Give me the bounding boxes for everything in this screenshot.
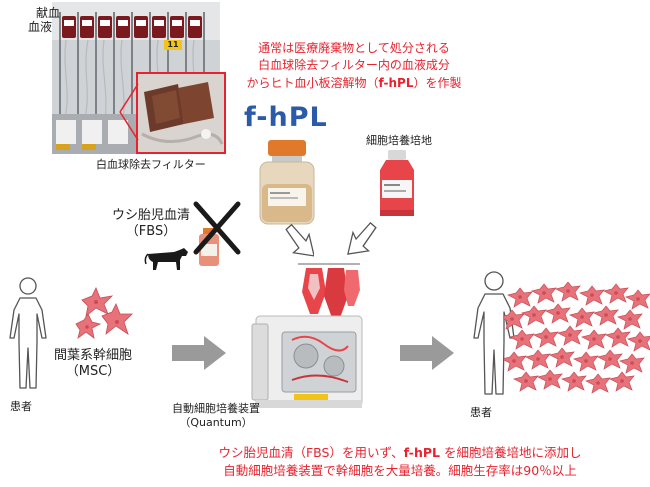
quantum-device-photo bbox=[248, 262, 384, 412]
donated-blood-label-line1: 献血 bbox=[36, 6, 61, 20]
top-note: 通常は医療廃棄物として処分される 白血球除去フィルター内の血液成分 からヒト血小… bbox=[216, 40, 492, 92]
bottom-note-line1-prefix: ウシ胎児血清（FBS）を用いず、 bbox=[218, 445, 404, 460]
cell-cluster bbox=[504, 282, 650, 394]
fhpl-title: f-hPL bbox=[244, 102, 328, 133]
fhpl-bottle bbox=[254, 140, 320, 226]
device-label-line1: 自動細胞培養装置 bbox=[172, 402, 260, 415]
cross-mark-icon bbox=[193, 201, 241, 255]
arrow-fhpl-to-device bbox=[285, 224, 314, 257]
device-label: 自動細胞培養装置 （Quantum） bbox=[172, 402, 260, 430]
msc-cells bbox=[72, 286, 142, 342]
top-note-line3-prefix: からヒト血小板溶解物（ bbox=[246, 75, 379, 90]
patient-left-figure bbox=[6, 276, 50, 394]
top-note-line3-bold: f-hPL bbox=[378, 75, 414, 90]
bottom-note-line1-bold: f-hPL bbox=[403, 445, 441, 460]
filter-inset-photo bbox=[136, 72, 226, 154]
bottom-note-line1-suffix: を細胞培養培地に添加し bbox=[440, 445, 582, 460]
top-note-line3-suffix: ）を作製 bbox=[413, 75, 462, 90]
donated-blood-label: 献血 血液 bbox=[28, 6, 60, 35]
culture-medium-bottle bbox=[374, 150, 420, 220]
bag-number-tag: 11 bbox=[167, 40, 179, 49]
patient-right-label: 患者 bbox=[470, 406, 492, 419]
fbs-label-line1: ウシ胎児血清 bbox=[112, 208, 191, 223]
msc-label: 間葉系幹細胞 （MSC） bbox=[54, 348, 132, 381]
filter-callout-line bbox=[119, 83, 139, 141]
culture-medium-label: 細胞培養培地 bbox=[366, 134, 432, 147]
top-note-line3: からヒト血小板溶解物（f-hPL）を作製 bbox=[216, 75, 492, 92]
expanded-cells bbox=[504, 282, 650, 394]
arrow-msc-to-device bbox=[172, 336, 226, 370]
arrow-medium-to-device bbox=[347, 222, 377, 255]
msc-label-line1: 間葉系幹細胞 bbox=[54, 348, 133, 363]
top-note-line1: 通常は医療廃棄物として処分される bbox=[258, 41, 450, 55]
bottom-note-line1: ウシ胎児血清（FBS）を用いず、f-hPL を細胞培養培地に添加し bbox=[170, 444, 630, 462]
filter-label: 白血球除去フィルター bbox=[96, 158, 206, 171]
cow-icon bbox=[144, 246, 190, 272]
fbs-label: ウシ胎児血清 （FBS） bbox=[112, 208, 190, 241]
bottom-note-line2: 自動細胞培養装置で幹細胞を大量培養。細胞生存率は90％以上 bbox=[223, 463, 577, 479]
arrow-device-to-patient bbox=[400, 336, 454, 370]
patient-left-label: 患者 bbox=[10, 400, 32, 413]
top-note-line2: 白血球除去フィルター内の血液成分 bbox=[258, 58, 450, 73]
patient-right-figure bbox=[470, 270, 518, 400]
bottom-note: ウシ胎児血清（FBS）を用いず、f-hPL を細胞培養培地に添加し 自動細胞培養… bbox=[170, 444, 630, 480]
donated-blood-label-line2: 血液 bbox=[28, 20, 53, 35]
fbs-label-line2: （FBS） bbox=[125, 224, 177, 240]
device-label-line2: （Quantum） bbox=[179, 415, 253, 429]
msc-label-line2: （MSC） bbox=[65, 364, 121, 380]
